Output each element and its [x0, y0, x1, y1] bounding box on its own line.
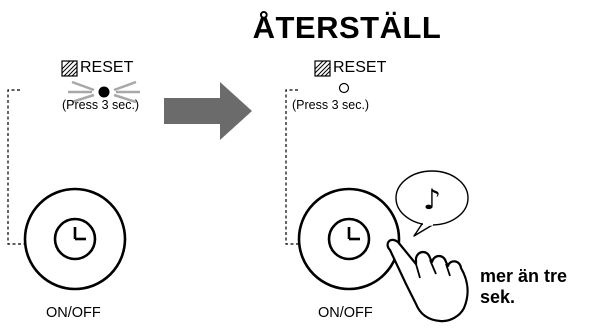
pressing-hand-icon [386, 238, 469, 323]
right-press-hint: (Press 3 sec.) [292, 98, 370, 112]
page-title: ÅTERSTÄLL [252, 10, 442, 45]
right-onoff-label: ON/OFF [318, 305, 373, 321]
music-note-icon: ♪ [423, 183, 441, 216]
instruction-line-2: sek. [480, 287, 516, 307]
right-onoff-button[interactable] [294, 184, 404, 294]
beep-speech-bubble: ♪ [395, 170, 469, 237]
left-press-hint: (Press 3 sec.) [62, 98, 140, 112]
led-ray [71, 80, 95, 92]
reset-icon [314, 59, 331, 77]
led-on-dot [98, 86, 110, 98]
right-reset-led-off [338, 82, 350, 94]
left-reset-led-blinking [68, 80, 140, 104]
left-onoff-label: ON/OFF [46, 305, 101, 321]
left-onoff-button[interactable] [20, 184, 130, 294]
left-reset-label-row: RESET [61, 59, 133, 77]
clock-icon [327, 217, 371, 261]
instruction-text: mer än tre sek. [480, 266, 567, 308]
right-reset-label: RESET [333, 59, 387, 76]
right-arrow-icon [164, 82, 252, 140]
left-reset-label: RESET [80, 59, 134, 76]
led-ray [113, 80, 137, 92]
reset-icon [61, 59, 78, 77]
led-ray [113, 93, 137, 104]
clock-icon [53, 217, 97, 261]
led-ray [71, 93, 95, 104]
right-reset-label-row: RESET [314, 59, 386, 77]
instruction-line-1: mer än tre [480, 266, 568, 286]
